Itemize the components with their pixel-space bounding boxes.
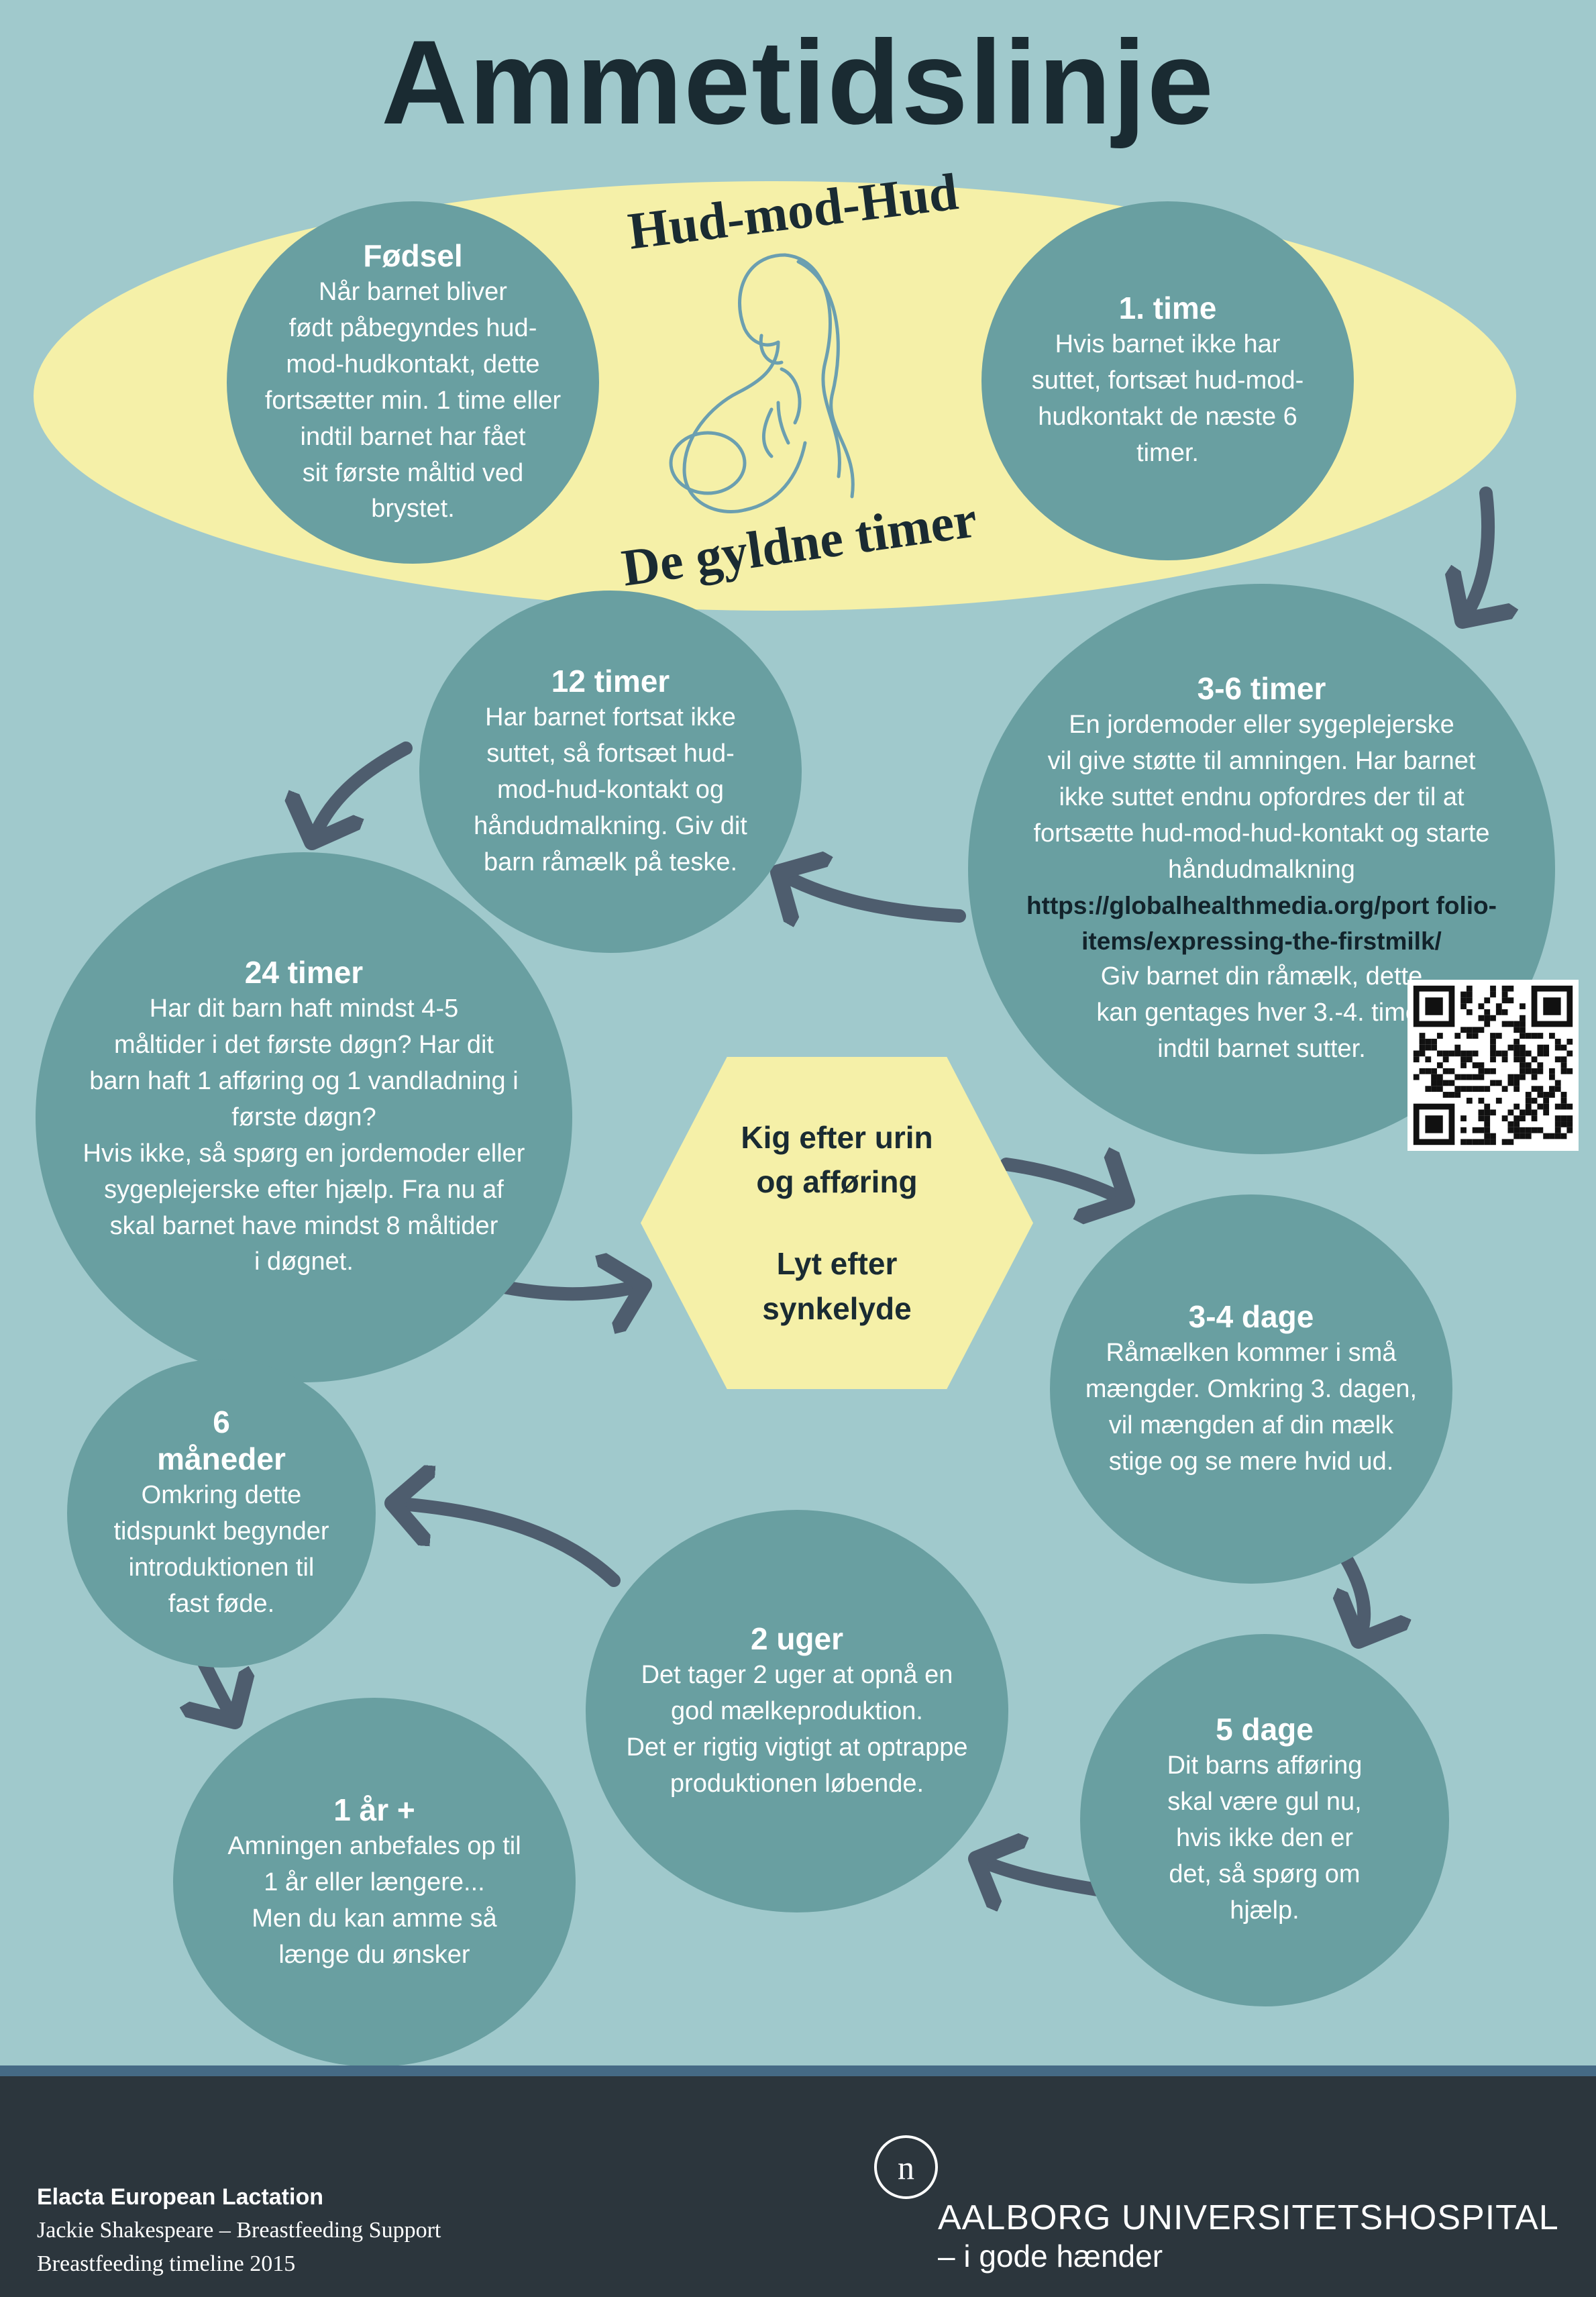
stage-text-2: Giv barnet din råmælk, dette kan gentage… [1096,962,1427,1063]
stage-text: Har dit barn haft mindst 4-5 måltider i … [83,994,525,1276]
stage-text: Amningen anbefales op til 1 år eller læn… [227,1831,521,1969]
footer-credits: Elacta European Lactation Jackie Shakesp… [37,2181,441,2280]
stage-text: Har barnet fortsat ikke suttet, så forts… [474,703,747,876]
stage-text: Når barnet bliver født påbegyndes hud- m… [264,277,562,523]
hexagon-check: Kig efter urin og afføring Lyt efter syn… [641,1057,1033,1389]
stage-text: Det tager 2 uger at opnå en god mælkepro… [626,1660,968,1798]
hexagon-line: Lyt efter [776,1246,898,1281]
arrow-hex-to-3-4 [1000,1164,1127,1201]
stage-title: 1. time [1118,291,1217,325]
stage-title: 5 dage [1216,1712,1314,1747]
footer-author: Jackie Shakespeare – Breastfeeding Suppo… [37,2218,441,2243]
stage-title: 24 timer [244,954,364,990]
stage-text: Råmælken kommer i små mængder. Omkring 3… [1085,1338,1418,1476]
arrow-12-to-24 [312,742,413,842]
stage-title: 2 uger [750,1621,844,1656]
stage-text: Dit barns afføring skal være gul nu, hvi… [1167,1751,1363,1925]
page-title: Ammetidslinje [381,15,1215,149]
stage-1-year: 1 år + Amningen anbefales op til 1 år el… [173,1698,576,2067]
stage-6-months: 6 måneder Omkring dette tidspunkt begynd… [67,1359,376,1668]
stage-first-hour: 1. time Hvis barnet ikke har suttet, for… [981,201,1354,560]
stage-5-days: 5 dage Dit barns afføring skal være gul … [1080,1634,1449,2006]
hexagon-line: og afføring [756,1164,918,1200]
stage-title: 1 år + [333,1792,415,1827]
footer [0,2076,1596,2297]
stage-title: Fødsel [363,238,463,273]
stage-birth: Fødsel Når barnet bliver født påbegyndes… [227,201,599,564]
stage-24-hours: 24 timer Har dit barn haft mindst 4-5 må… [36,852,572,1382]
stage-3-4-days: 3-4 dage Råmælken kommer i små mængder. … [1050,1194,1452,1584]
arrow-3-4-to-5 [1345,1550,1364,1641]
stage-text: En jordemoder eller sygeplejerske vil gi… [1033,711,1490,884]
footer-doc: Breastfeeding timeline 2015 [37,2251,296,2276]
footer-org: Elacta European Lactation [37,2184,323,2210]
arrow-24-to-hex [486,1285,644,1294]
stage-2-weeks: 2 uger Det tager 2 uger at opnå en god m… [586,1510,1008,1912]
stage-title: 3-4 dage [1188,1298,1314,1334]
hospital-logo: n [874,2135,938,2199]
stage-title: 12 timer [551,663,670,699]
stage-title: 6 måneder [157,1404,286,1477]
mother-breastfeeding-icon [669,253,855,513]
arrow-time1-to-3-6 [1462,487,1488,621]
stage-12-hours: 12 timer Har barnet fortsat ikke suttet,… [419,591,802,953]
qr-code[interactable] [1407,980,1579,1151]
hexagon-line: Kig efter urin [741,1119,933,1155]
hexagon-line: synkelyde [762,1290,912,1326]
hospital-tagline: – i gode hænder [938,2239,1163,2274]
qr-code-icon [1413,985,1573,1145]
stage-text: Hvis barnet ikke har suttet, fortsæt hud… [1031,330,1304,468]
logo-mark: n [898,2148,914,2186]
video-link[interactable]: https://globalhealthmedia.org/port folio… [1026,892,1497,955]
stage-text: Omkring dette tidspunkt begynder introdu… [113,1481,329,1619]
arrow-3-6-to-12 [778,872,966,916]
stage-title: 3-6 timer [1197,671,1326,707]
footer-stripe [0,2065,1596,2076]
arrow-2uger-to-6m [392,1503,621,1587]
hospital-name: AALBORG UNIVERSITETSHOSPITAL [938,2198,1559,2237]
